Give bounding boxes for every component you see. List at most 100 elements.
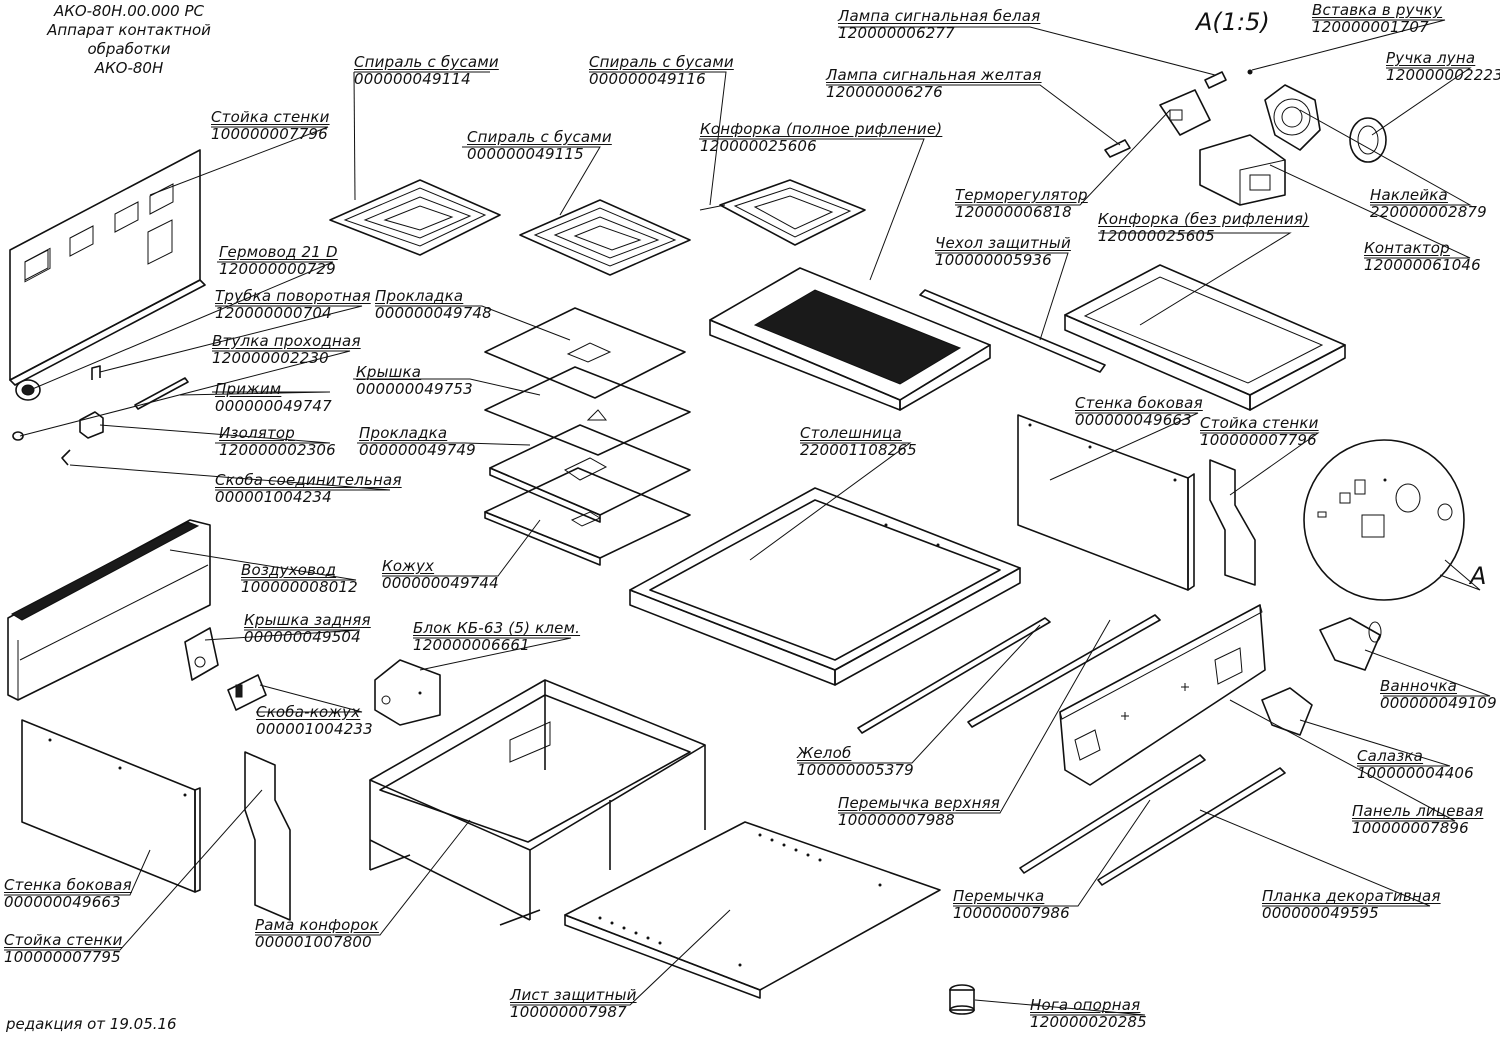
part-name: Чехол защитный [935,234,1071,252]
part-name: Лампа сигнальная белая [838,7,1041,25]
part-name: Столешница [800,424,902,442]
part-label-contactor: Контактор 120000061046 [1364,240,1481,274]
bracket-part [61,449,71,466]
side-wall-left-part [21,719,201,893]
part-name: Воздуховод [241,561,337,579]
part-name: Блок КБ-63 (5) клем. [413,619,581,637]
part-code: 120000006276 [826,83,943,101]
crossbar-part [1019,754,1206,874]
leader-lines [4,19,1491,1016]
part-code: 220001108265 [800,441,917,459]
part-name: Скоба соединительная [215,471,402,489]
detail-view-letter: А [1470,562,1487,590]
part-name: Нога опорная [1030,996,1141,1014]
part-name: Перемычка [953,887,1045,905]
part-code: 120000006277 [838,24,955,42]
hotplate-smooth [1064,264,1346,411]
side-wall-right-part [1017,414,1195,591]
part-code: 120000025605 [1098,227,1215,245]
detail-view-a [1303,439,1465,601]
part-name: Прижим [215,380,282,398]
part-name: Конфорка (полное рифление) [700,120,943,138]
part-code: 120000002306 [219,441,336,459]
part-label-channel: Желоб 100000005379 [797,745,914,779]
part-label-slide: Салазка 100000004406 [1357,748,1474,782]
title-doc-code: АКО-80Н.00.000 РС [53,2,205,20]
part-code: 000000049504 [244,628,361,646]
part-code: 000000049109 [1380,694,1497,712]
part-name: Крышка [356,363,422,381]
part-name: Изолятор [219,424,296,442]
part-label-cable-gland: Гермовод 21 D 120000000729 [219,244,338,278]
gasket-top [484,307,686,399]
wall-post-right-part [1209,459,1256,586]
part-name: Скоба-кожух [256,703,361,721]
thermostat-part [1159,89,1211,136]
part-label-hotplate-ribbed: Конфорка (полное рифление) 120000025606 [700,121,942,155]
part-label-knob: Ручка луна 120000002223 [1386,50,1500,84]
part-code: 000001004234 [215,488,332,506]
part-label-spiral-3: Спираль с бусами 000000049115 [467,129,612,163]
clamp-part [134,377,189,410]
part-label-hotplate-smooth: Конфорка (без рифления) 120000025605 [1098,211,1309,245]
part-code: 120000002230 [212,349,329,367]
part-name: Панель лицевая [1352,802,1484,820]
part-name: Планка декоративная [1262,887,1441,905]
part-name: Перемычка верхняя [838,794,1001,812]
burner-frame-part [369,679,706,926]
handle-insert-part [1247,69,1253,75]
part-label-decorative-strip: Планка декоративная 000000049595 [1262,888,1441,922]
part-name: Спираль с бусами [589,53,734,71]
terminal-block-part [227,674,267,711]
part-label-sticker: Наклейка 220000002879 [1370,187,1487,221]
part-name: Конфорка (без рифления) [1098,210,1310,228]
part-code: 100000007987 [510,1003,627,1021]
part-label-gasket-bottom: Прокладка 000000049749 [359,425,476,459]
part-name: Втулка проходная [212,332,361,350]
part-code: 120000001707 [1312,18,1429,36]
part-name: Вставка в ручку [1312,1,1443,19]
gasket-bottom [489,424,691,523]
upper-crossbar-part [967,614,1161,728]
part-label-insulator: Изолятор 120000002306 [219,425,336,459]
part-name: Стойка стенки [4,931,123,949]
part-name: Стенка боковая [4,876,132,894]
part-code: 100000007986 [953,904,1070,922]
part-label-spiral-1: Спираль с бусами 000000049114 [354,54,499,88]
part-code: 000000049663 [1075,411,1192,429]
part-code: 100000007796 [211,125,328,143]
part-name: Рама конфорок [255,916,379,934]
part-name: Кожух [382,557,435,575]
part-label-swivel-tube: Трубка поворотная 120000000704 [215,288,371,322]
part-code: 120000025606 [700,137,817,155]
part-code: 120000000729 [219,260,336,278]
part-label-tray: Ванночка 000000049109 [1380,678,1497,712]
part-code: 100000005936 [935,251,1052,269]
detail-view-title: А(1:5) [1196,8,1270,36]
part-code: 000000049115 [467,145,584,163]
front-panel-part [1059,604,1266,786]
part-code: 100000007796 [1200,431,1317,449]
part-code: 000000049744 [382,574,499,592]
spiral-heater-3 [699,179,866,246]
part-label-side-wall-left: Стенка боковая 000000049663 [4,877,132,911]
part-name: Стойка стенки [1200,414,1319,432]
part-code: 000000049595 [1262,904,1379,922]
knob-part [1349,117,1387,163]
spiral-heater-1 [329,179,501,256]
part-label-bracket-casing: Скоба-кожух 000001004233 [256,704,373,738]
part-label-grommet: Втулка проходная 120000002230 [212,333,361,367]
part-name: Ручка луна [1386,49,1476,67]
lamp-white-part [1204,71,1227,89]
part-label-wall-post-top: Стойка стенки 100000007796 [211,109,330,143]
part-label-terminal-block: Блок КБ-63 (5) клем. 120000006661 [413,620,580,654]
hotplate-ribbed [709,267,991,411]
part-name: Прокладка [359,424,448,442]
part-code: 220000002879 [1370,203,1487,221]
protective-sheet-part [564,821,941,999]
part-code: 000000049747 [215,397,332,415]
part-code: 000000049749 [359,441,476,459]
bracket-casing-part [374,659,441,726]
part-name: Трубка поворотная [215,287,371,305]
